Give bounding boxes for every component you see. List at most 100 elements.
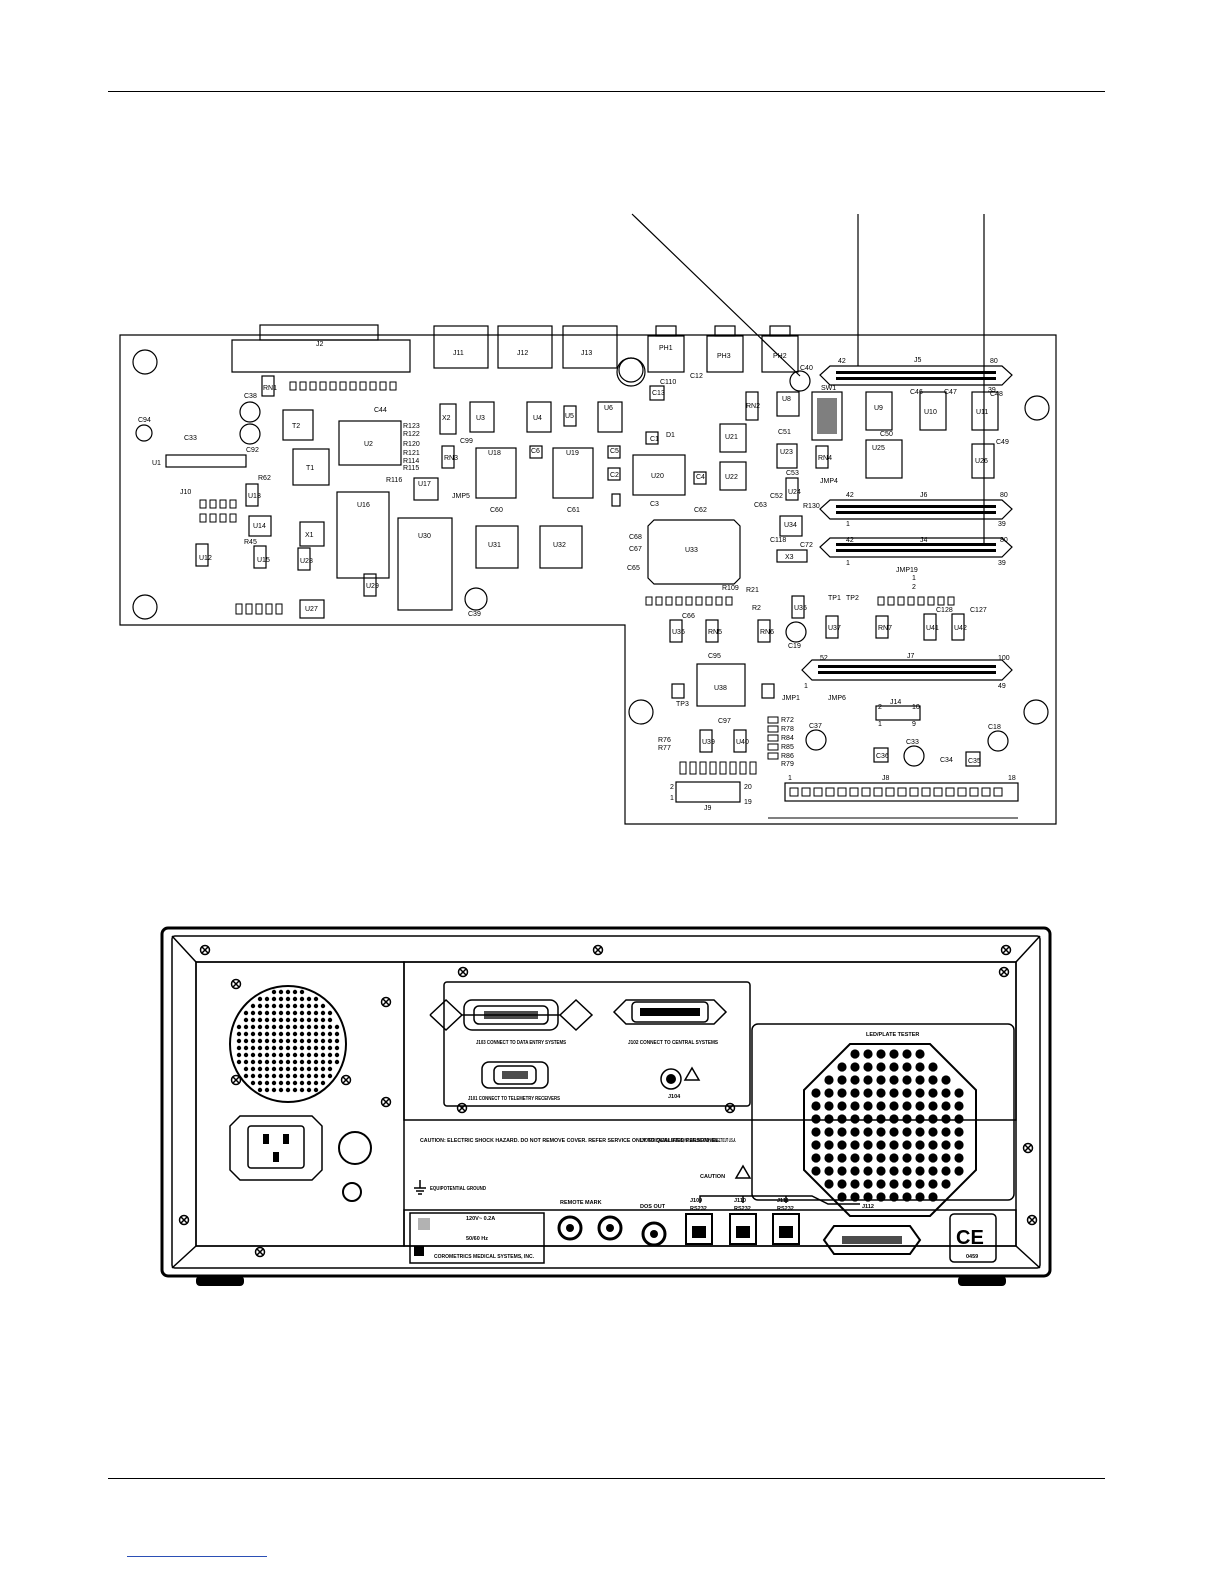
label: SW1 xyxy=(821,385,836,392)
fan-hole xyxy=(278,1059,284,1065)
grille-hole xyxy=(850,1075,860,1085)
grille-hole xyxy=(954,1140,964,1150)
grille-hole xyxy=(863,1049,873,1059)
j110-label: J110 xyxy=(734,1198,746,1204)
grille-hole xyxy=(915,1088,925,1098)
label-j12: J12 xyxy=(517,350,528,357)
fan-hole xyxy=(285,989,291,995)
fan-hole xyxy=(278,1017,284,1023)
grille-hole xyxy=(902,1140,912,1150)
fan-hole xyxy=(257,1024,263,1030)
label: C37 xyxy=(809,723,822,730)
fan-hole xyxy=(306,1017,312,1023)
pin-label: 1 xyxy=(846,560,850,567)
speaker-grille xyxy=(803,1043,977,1217)
screw-icon xyxy=(199,944,211,956)
fan-hole xyxy=(278,1024,284,1030)
fan-hole xyxy=(292,989,298,995)
chip-label: U12 xyxy=(199,555,212,562)
x2-crystal xyxy=(439,403,457,435)
u1-header xyxy=(165,454,247,468)
fan-hole xyxy=(299,1052,305,1058)
fan-hole xyxy=(257,1017,263,1023)
grille-hole xyxy=(876,1101,886,1111)
grille-hole xyxy=(837,1192,847,1202)
made-by-text: COROMETRICS MEDICAL SYSTEMS, INC. xyxy=(434,1254,534,1260)
grille-hole xyxy=(863,1166,873,1176)
j6-connector xyxy=(819,499,1013,520)
fan-hole xyxy=(327,1052,333,1058)
label: C34 xyxy=(940,757,953,764)
battery xyxy=(616,357,646,387)
grille-hole xyxy=(915,1114,925,1124)
screw-icon xyxy=(230,978,242,990)
grille-hole xyxy=(863,1179,873,1189)
label: C4 xyxy=(696,474,705,481)
footer-link[interactable] xyxy=(127,1554,267,1557)
u34-chip xyxy=(779,515,803,537)
grille-hole xyxy=(941,1153,951,1163)
footer-rule xyxy=(108,1478,1105,1479)
grille-hole xyxy=(941,1114,951,1124)
grille-hole xyxy=(928,1179,938,1189)
fan-hole xyxy=(271,1031,277,1037)
fan-hole xyxy=(236,1024,242,1030)
grille-hole xyxy=(811,1166,821,1176)
fan-hole xyxy=(243,1017,249,1023)
u6-chip xyxy=(597,401,623,433)
fan-hole xyxy=(264,1003,270,1009)
chip-label: U20 xyxy=(651,473,664,480)
grille-hole xyxy=(915,1166,925,1176)
j13-connector xyxy=(562,325,618,369)
fan-hole xyxy=(250,1073,256,1079)
pin-label: 100 xyxy=(998,655,1010,662)
label-j6: J6 xyxy=(920,492,928,499)
fan-hole xyxy=(257,1052,263,1058)
pin-label: 1 xyxy=(912,575,916,582)
u10-chip xyxy=(919,391,947,431)
grille-hole xyxy=(837,1062,847,1072)
grille-hole xyxy=(850,1192,860,1202)
label: C92 xyxy=(246,447,259,454)
chip-label: U30 xyxy=(418,533,431,540)
grille-hole xyxy=(863,1075,873,1085)
label: R115 xyxy=(403,465,419,472)
fan-hole xyxy=(278,1038,284,1044)
fan-hole xyxy=(306,1003,312,1009)
label: R130 xyxy=(803,503,820,510)
chip-label: U23 xyxy=(780,449,793,456)
fan-hole xyxy=(306,1045,312,1051)
fan-hole xyxy=(327,1038,333,1044)
chip-label: U19 xyxy=(566,450,579,457)
chip-label: U11 xyxy=(976,409,988,416)
pin-label: 9 xyxy=(912,721,916,728)
fan-hole xyxy=(257,1038,263,1044)
pin-label: 42 xyxy=(846,537,854,544)
grille-holes xyxy=(811,1049,964,1202)
label-j7: J7 xyxy=(907,653,915,660)
fan-hole xyxy=(250,1003,256,1009)
chip-label: X1 xyxy=(305,532,314,539)
screw-icon xyxy=(998,966,1010,978)
c40-cap xyxy=(789,370,811,392)
fan-hole xyxy=(285,1066,291,1072)
u20-chip xyxy=(632,454,686,496)
fan-hole xyxy=(250,1045,256,1051)
label-j14: J14 xyxy=(890,699,901,706)
grille-hole xyxy=(915,1075,925,1085)
leader-line xyxy=(631,213,801,377)
fan-hole xyxy=(327,1031,333,1037)
foot xyxy=(196,1276,244,1286)
grille-hole xyxy=(837,1166,847,1176)
fan-hole xyxy=(271,996,277,1002)
label: C99 xyxy=(460,438,473,445)
grille-hole xyxy=(889,1075,899,1085)
fan-hole xyxy=(243,1073,249,1079)
j12-connector xyxy=(497,325,553,369)
grille-hole xyxy=(876,1114,886,1124)
chip-label: U35 xyxy=(794,605,807,612)
label: C51 xyxy=(778,429,791,436)
chip-label: U39 xyxy=(702,739,715,746)
fan-hole xyxy=(327,1073,333,1079)
label: C62 xyxy=(694,507,707,514)
